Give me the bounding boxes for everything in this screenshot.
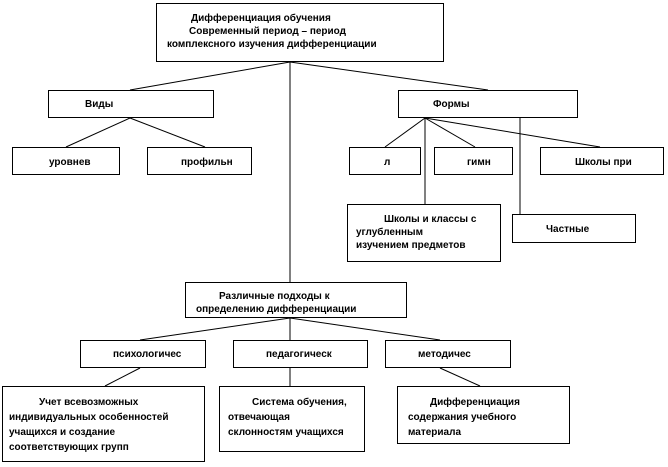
approach-method-label: методичес — [418, 349, 471, 360]
type-profile-label: профильн — [181, 157, 233, 168]
types-node: Виды — [48, 90, 214, 118]
approach-method-desc-line-3: материала — [408, 427, 462, 438]
approach-ped-desc-line-1: Система обучения, — [252, 397, 347, 408]
approach-psych-node: психологичес — [80, 340, 206, 368]
form-gymnasium-node: гимн — [434, 147, 513, 175]
approach-psych-label: психологичес — [113, 349, 182, 360]
approach-method-desc-node: Дифференциация содержания учебного матер… — [397, 386, 570, 444]
form-lyceum-node: л — [349, 147, 421, 175]
connector-root-forms — [289, 61, 489, 91]
forms-node: Формы — [398, 90, 578, 118]
root-title: Дифференциация обучения — [191, 13, 331, 24]
form-private-label: Частные — [546, 224, 590, 235]
approach-psych-desc-line-4: соответствующих групп — [9, 442, 129, 453]
form-gymnasium-label: гимн — [467, 157, 491, 168]
connector-root-types — [129, 61, 291, 91]
approaches-label-line-1: Различные подходы к — [219, 291, 330, 302]
approach-ped-desc-line-2: отвечающая — [228, 412, 290, 423]
root-line-3: комплексного изучения дифференциации — [167, 39, 377, 50]
approach-psych-desc-line-2: индивидуальных особенностей — [9, 412, 169, 423]
root-line-2: Современный период – период — [189, 26, 347, 37]
approach-ped-desc-line-3: склонностям учащихся — [228, 427, 344, 438]
approaches-node: Различные подходы к определению дифферен… — [185, 282, 407, 318]
connector-types-level — [65, 117, 131, 148]
connector-types-profile — [129, 117, 206, 148]
approach-method-node: методичес — [385, 340, 511, 368]
connector-approaches-method — [289, 317, 441, 341]
type-level-label: уровнев — [49, 157, 91, 168]
approach-ped-desc-node: Система обучения, отвечающая склонностям… — [219, 386, 365, 452]
form-private-node: Частные — [512, 214, 636, 243]
form-school-at-node: Школы при — [540, 147, 664, 175]
approaches-label-line-2: определению дифференциации — [196, 304, 357, 315]
connector-method-desc — [439, 367, 481, 387]
form-lyceum-label: л — [384, 157, 391, 168]
approach-method-desc-line-2: содержания учебного — [408, 412, 517, 423]
approach-ped-node: педагогическ — [233, 340, 368, 368]
connector-approaches-psych — [139, 317, 291, 341]
types-label: Виды — [85, 99, 114, 110]
type-level-node: уровнев — [12, 147, 120, 175]
form-school-at-label: Школы при — [575, 157, 632, 168]
type-profile-node: профильн — [147, 147, 252, 175]
connector-forms-lyceum — [384, 117, 426, 148]
forms-label: Формы — [433, 99, 470, 110]
connector-psych-desc — [104, 367, 141, 387]
connector-forms-gymnasium — [424, 117, 476, 148]
form-deep-school-node: Школы и классы с углубленным изучением п… — [347, 204, 501, 262]
approach-ped-label: педагогическ — [266, 349, 332, 360]
connector-forms-school-at — [424, 117, 601, 148]
approach-method-desc-line-1: Дифференциация — [430, 397, 520, 408]
approach-psych-desc-node: Учет всевозможных индивидуальных особенн… — [2, 386, 205, 462]
root-node: Дифференциация обучения Современный пери… — [156, 3, 444, 62]
form-deep-school-line-1: Школы и классы с — [384, 214, 477, 225]
form-deep-school-line-3: изучением предметов — [356, 240, 466, 251]
approach-psych-desc-line-1: Учет всевозможных — [39, 397, 139, 408]
form-deep-school-line-2: углубленным — [356, 227, 423, 238]
approach-psych-desc-line-3: учащихся и создание — [9, 427, 116, 438]
